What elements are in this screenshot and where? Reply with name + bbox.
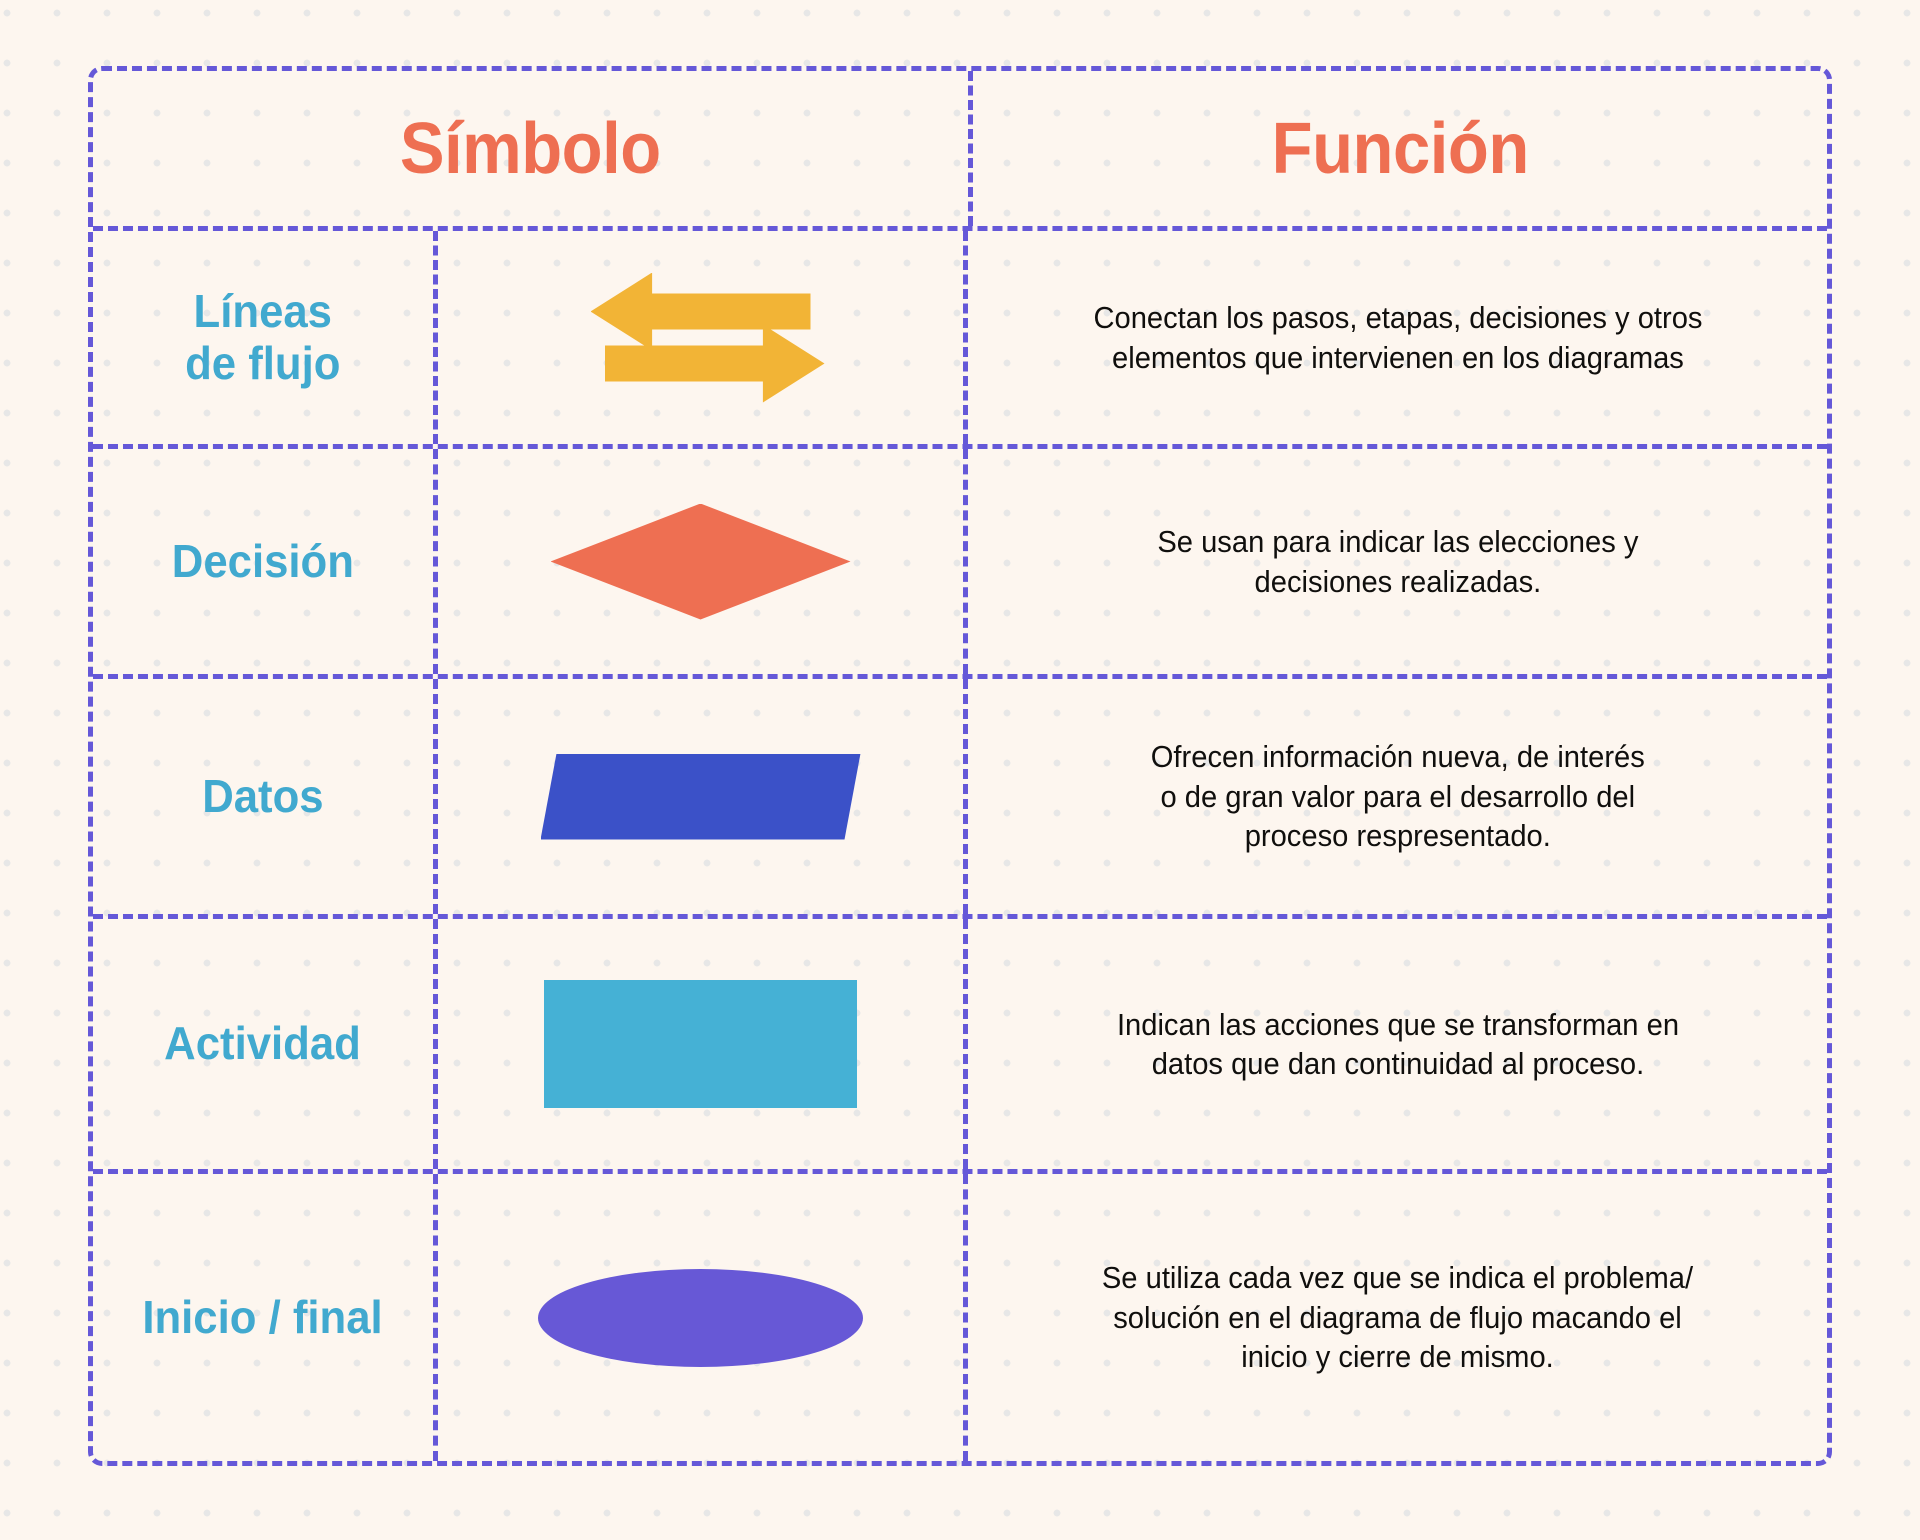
row-shape-cell (438, 919, 968, 1169)
flow-lines-arrows-icon (590, 272, 825, 403)
rectangle-shape-icon (544, 980, 857, 1108)
symbol-function-table: Símbolo Función Líneas de flujo Conectan… (88, 66, 1832, 1466)
row-label: Decisión (171, 534, 355, 587)
diamond-shape-icon (550, 503, 851, 620)
ellipse-shape-icon (538, 1268, 863, 1367)
row-shape-cell (438, 1174, 968, 1461)
row-description-cell: Se utiliza cada vez que se indica el pro… (968, 1174, 1827, 1461)
row-label-cell: Datos (93, 679, 438, 914)
header-title-function: Función (1271, 108, 1529, 189)
row-label-cell: Decisión (93, 449, 438, 674)
header-cell-symbol: Símbolo (93, 71, 973, 226)
table-header-row: Símbolo Función (93, 71, 1827, 231)
row-shape-cell (438, 449, 968, 674)
row-label-cell: Actividad (93, 919, 438, 1169)
row-label: Líneas de flujo (185, 284, 341, 389)
parallelogram-shape-icon (540, 753, 861, 840)
row-description-cell: Indican las acciones que se transforman … (968, 919, 1827, 1169)
header-title-symbol: Símbolo (400, 108, 661, 189)
table-row: Decisión Se usan para indicar las elecci… (93, 449, 1827, 679)
row-description-cell: Se usan para indicar las elecciones y de… (968, 449, 1827, 674)
row-label: Actividad (164, 1017, 362, 1070)
row-description-cell: Ofrecen información nueva, de interés o … (968, 679, 1827, 914)
row-label-cell: Inicio / final (93, 1174, 438, 1461)
table-row: Líneas de flujo Conectan los pasos, etap… (93, 231, 1827, 449)
row-shape-cell (438, 231, 968, 444)
row-label: Inicio / final (142, 1290, 384, 1343)
row-description: Indican las acciones que se transforman … (1116, 1006, 1679, 1081)
table-row: Actividad Indican las acciones que se tr… (93, 919, 1827, 1174)
row-description: Se usan para indicar las elecciones y de… (1156, 524, 1639, 599)
header-cell-function: Función (973, 71, 1827, 226)
row-label-cell: Líneas de flujo (93, 231, 438, 444)
row-description: Ofrecen información nueva, de interés o … (1150, 739, 1645, 854)
table-row: Inicio / final Se utiliza cada vez que s… (93, 1174, 1827, 1461)
row-description: Conectan los pasos, etapas, decisiones y… (1092, 300, 1703, 375)
row-label: Datos (202, 769, 324, 822)
row-shape-cell (438, 679, 968, 914)
row-description: Se utiliza cada vez que se indica el pro… (1101, 1260, 1694, 1375)
table-row: Datos Ofrecen información nueva, de inte… (93, 679, 1827, 919)
row-description-cell: Conectan los pasos, etapas, decisiones y… (968, 231, 1827, 444)
